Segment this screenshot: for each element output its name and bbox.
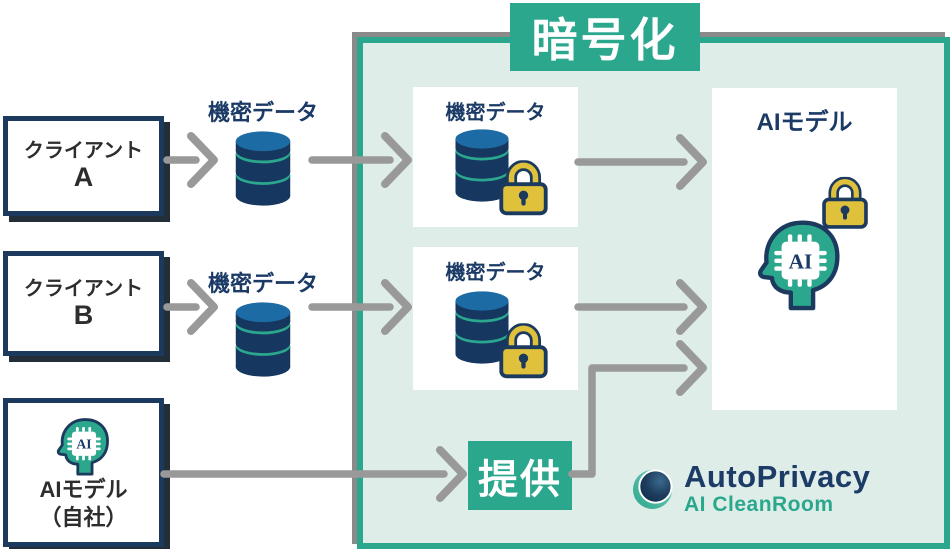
database-icon [230, 130, 296, 207]
confidential-data-label: 機密データ [207, 100, 318, 125]
provide-label: 提供 [478, 457, 562, 502]
company-model-label: AIモデル [39, 477, 128, 502]
autoprivacy-sphere-icon [632, 467, 675, 510]
client-b-label: クライアント [23, 277, 144, 300]
confidential-data-label: 機密データ [207, 271, 318, 296]
ai-head-icon [752, 214, 849, 311]
ai-model-result-box: AIモデル [712, 88, 897, 410]
confidential-data-circle-b: 機密データ [181, 240, 345, 404]
confidential-data-circle-a: 機密データ [181, 69, 345, 233]
client-a-label: クライアント [23, 140, 144, 163]
encrypted-data-label: 機密データ [445, 102, 546, 124]
lock-icon [497, 160, 550, 217]
client-b-box: クライアント B [3, 251, 164, 356]
provide-badge: 提供 [468, 441, 572, 510]
encryption-zone-title-label: 暗号化 [531, 14, 679, 66]
encrypted-data-box-1: 機密データ [413, 87, 578, 227]
database-icon [230, 301, 296, 378]
company-model-sublabel: （自社） [39, 504, 128, 530]
encryption-zone-title: 暗号化 [510, 3, 700, 71]
client-b-letter: B [73, 299, 94, 330]
client-a-box: クライアント A [3, 116, 164, 216]
lock-icon [497, 323, 550, 380]
ai-model-label: AIモデル [756, 109, 853, 136]
autoprivacy-logo: AutoPrivacy AI CleanRoom [632, 461, 870, 515]
ai-head-icon [53, 414, 115, 476]
encrypted-data-label: 機密データ [445, 262, 546, 284]
logo-subtitle: AI CleanRoom [684, 493, 834, 516]
company-ai-model-box: AIモデル （自社） [3, 398, 164, 547]
encrypted-data-box-2: 機密データ [413, 247, 578, 390]
client-a-letter: A [73, 162, 94, 193]
logo-name: AutoPrivacy [684, 459, 871, 494]
